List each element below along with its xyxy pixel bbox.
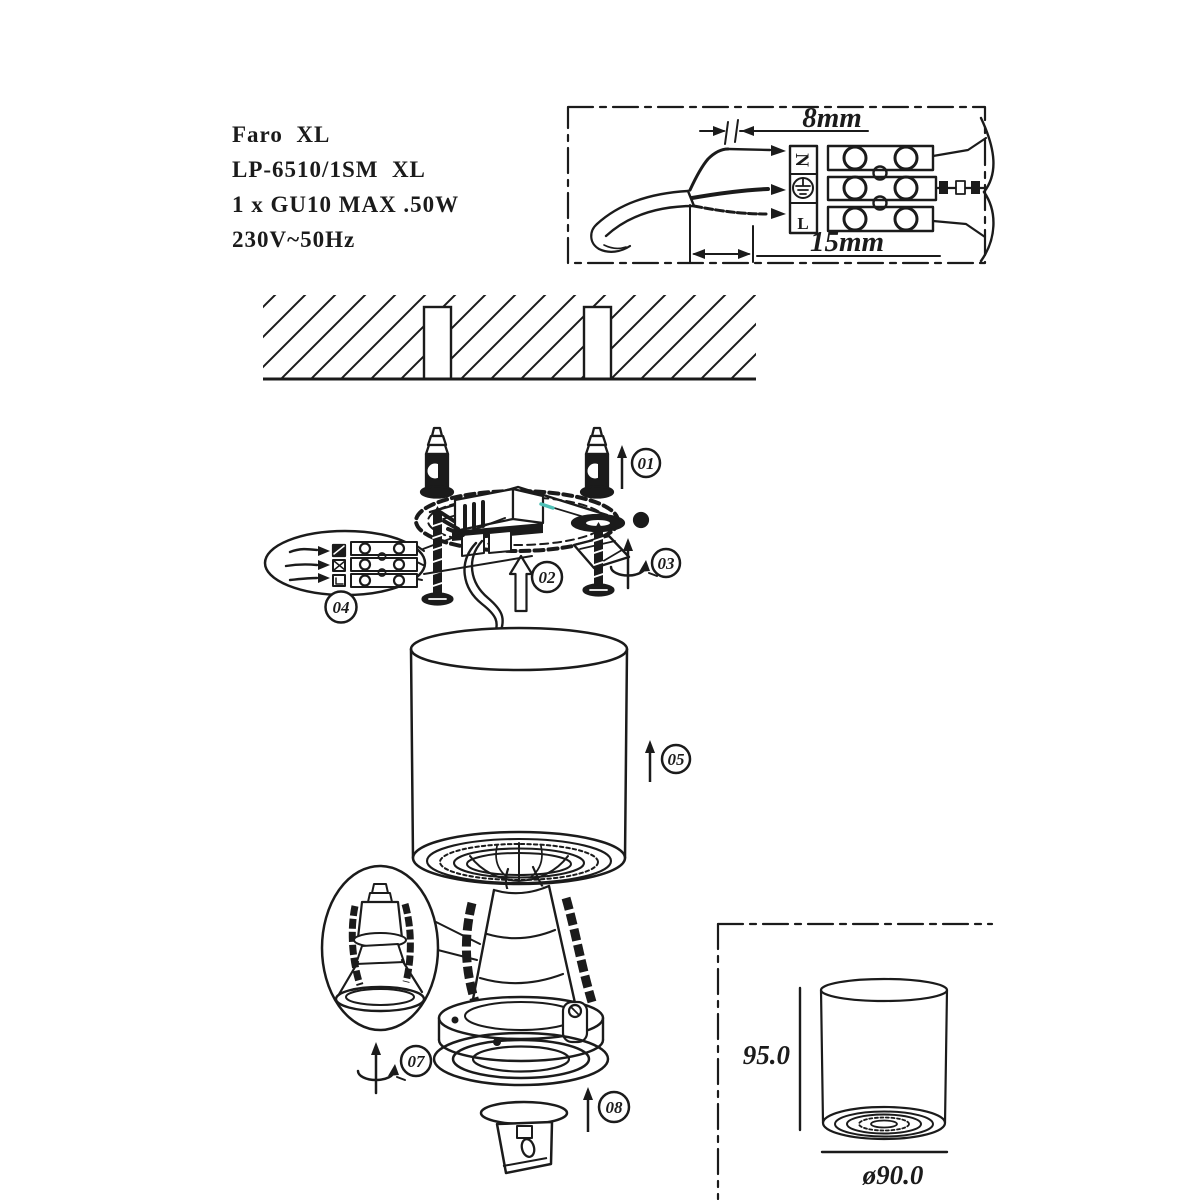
product-lamp-spec: 1 x GU10 MAX .50W — [232, 192, 459, 217]
step-01-arrowhead — [617, 445, 627, 458]
cylinder-sides — [409, 647, 629, 860]
step-05-number: 05 — [668, 750, 686, 769]
callout-wires — [284, 546, 330, 583]
step-02-number: 02 — [539, 568, 557, 587]
wire-live — [688, 145, 786, 192]
mains-cable — [463, 539, 504, 638]
fixing-screw-right — [582, 522, 615, 597]
socket-spring-left — [461, 901, 482, 1010]
bulb-callout — [320, 864, 481, 1032]
diameter-dimension-label: ø90.0 — [862, 1160, 924, 1190]
terminal-marking-strip: N L — [788, 144, 819, 235]
product-name: Faro XL — [232, 122, 330, 147]
callout-leader-lines — [422, 517, 533, 575]
wiring-detail-box: 8mm 15mm N L — [566, 102, 995, 265]
drill-hole-right — [582, 305, 613, 381]
step-05: 05 — [645, 740, 692, 782]
wall-plug-left — [419, 426, 455, 499]
product-model: LP-6510/1SM XL — [232, 157, 426, 182]
ceiling-section — [263, 295, 756, 381]
step-07: 07 — [356, 1042, 433, 1095]
step-01-number: 01 — [638, 454, 655, 473]
step-08-number: 08 — [606, 1098, 624, 1117]
step-02-badge — [530, 560, 564, 594]
step-02-arrow — [508, 554, 534, 613]
step-05-arrowhead — [645, 740, 655, 753]
gu10-bulb — [479, 1100, 569, 1175]
wiring-box-border — [566, 105, 987, 265]
cable-sheath — [590, 189, 696, 253]
step-03-number: 03 — [658, 554, 676, 573]
ceiling-hatch — [263, 295, 756, 379]
strip-length-dimension: 8mm — [699, 102, 869, 145]
outgoing-wires — [931, 116, 995, 263]
terminal-l-label: L — [797, 214, 808, 233]
terminal-n-label: N — [791, 153, 812, 167]
wire-earth — [692, 204, 786, 219]
cylinder-top — [409, 626, 629, 672]
wire-neutral — [690, 184, 786, 200]
ring-screw — [567, 1003, 583, 1019]
step-04-number: 04 — [333, 598, 350, 617]
bulb-in-socket — [334, 883, 426, 1013]
cylinder-housing — [409, 626, 629, 886]
step-02: 02 — [508, 554, 564, 613]
step-07-badge — [399, 1044, 433, 1078]
teal-mark — [539, 502, 555, 510]
cylinder-bottom-rings — [425, 837, 613, 885]
earth-symbol-icon — [792, 177, 814, 199]
callout-terminal-markings — [331, 543, 347, 587]
bulb-face — [479, 1100, 569, 1126]
dimension-box: 95.0 ø90.0 — [716, 922, 994, 1200]
terminal-callout: 04 — [263, 517, 533, 624]
height-dimension: 95.0 — [743, 986, 802, 1132]
trim-ring — [432, 1031, 610, 1087]
holder-ring — [437, 995, 605, 1063]
step-03-badge — [650, 547, 682, 579]
wall-plug-right — [579, 426, 615, 499]
product-info-block: Faro XL LP-6510/1SM XL 1 x GU10 MAX .50W… — [232, 122, 459, 252]
socket-spring-right — [561, 896, 597, 1004]
product-voltage: 230V~50Hz — [232, 227, 355, 252]
step-03: 03 — [609, 538, 682, 590]
callout-screw-block — [350, 541, 425, 588]
strip-length-label: 8mm — [802, 102, 862, 134]
mounting-plate-assembly — [414, 485, 650, 606]
step-08-arrowhead — [583, 1087, 593, 1100]
step-08: 08 — [583, 1087, 631, 1132]
step-05-badge — [660, 743, 692, 775]
screw-terminal-block — [826, 144, 938, 233]
step-07-number: 07 — [408, 1052, 427, 1071]
diameter-dimension: ø90.0 — [820, 1150, 949, 1190]
step-04-badge — [324, 590, 358, 624]
fixing-screw-left — [421, 506, 454, 606]
wall-plugs — [419, 426, 615, 499]
lamp-socket — [461, 865, 597, 1026]
height-dimension-label: 95.0 — [743, 1040, 791, 1070]
step-01-badge — [630, 447, 662, 479]
dimension-cylinder — [819, 977, 949, 1141]
bulb-contact-hole — [520, 1138, 536, 1158]
step-01: 01 — [617, 445, 662, 489]
step-08-badge — [597, 1090, 631, 1124]
drill-hole-left — [422, 305, 453, 381]
